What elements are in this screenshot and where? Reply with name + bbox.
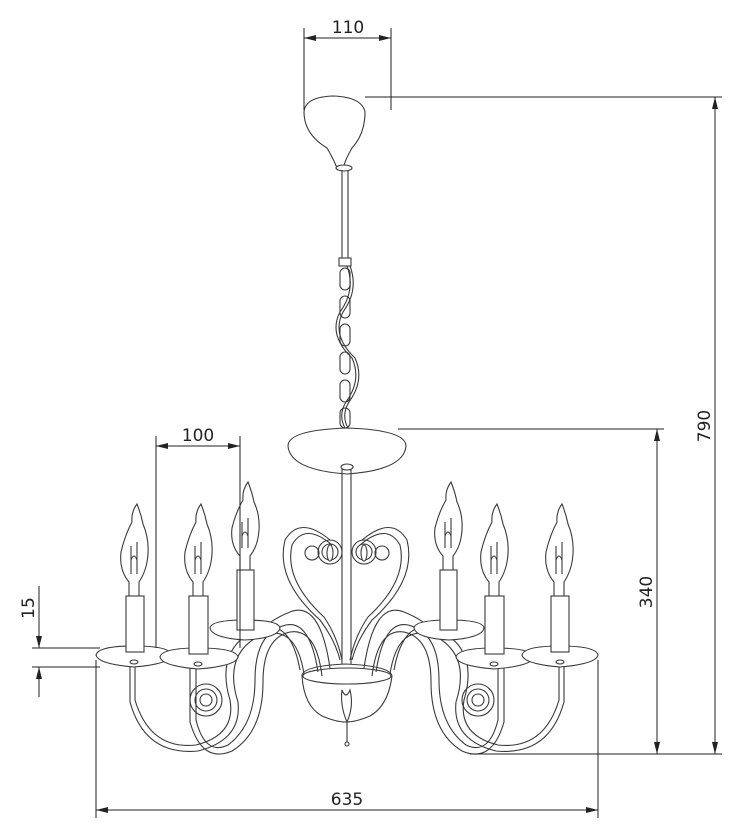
ceiling-canopy [303,95,366,172]
dimension-body-height: 340 [398,428,664,754]
central-stem [340,463,354,668]
dim-label-635: 635 [331,790,363,810]
candle-6 [521,502,599,668]
dimension-total-height: 790 [365,96,722,755]
top-plate [287,427,407,475]
arm-medallions [189,683,495,717]
dim-label-100: 100 [182,426,214,446]
candle-3 [209,480,281,641]
dim-label-15: 15 [19,597,39,619]
candle-2 [159,502,239,670]
dimension-candle-spacing: 100 [155,426,241,648]
candle-5 [455,502,535,670]
dimension-bobeche-height: 15 [19,586,100,697]
dimension-canopy-width: 110 [303,18,392,110]
dim-label-110: 110 [332,18,364,38]
suspension-chain [335,265,360,429]
dimension-total-width: 635 [95,660,599,818]
suspension-rod [338,170,352,267]
chandelier-figure [95,95,599,755]
dim-label-790: 790 [695,410,715,442]
candle-1 [95,502,173,668]
dim-label-340: 340 [637,576,657,608]
candle-4 [413,480,485,641]
arms [129,609,565,755]
bottom-bowl [301,663,393,747]
decorative-scrolls [282,526,410,661]
